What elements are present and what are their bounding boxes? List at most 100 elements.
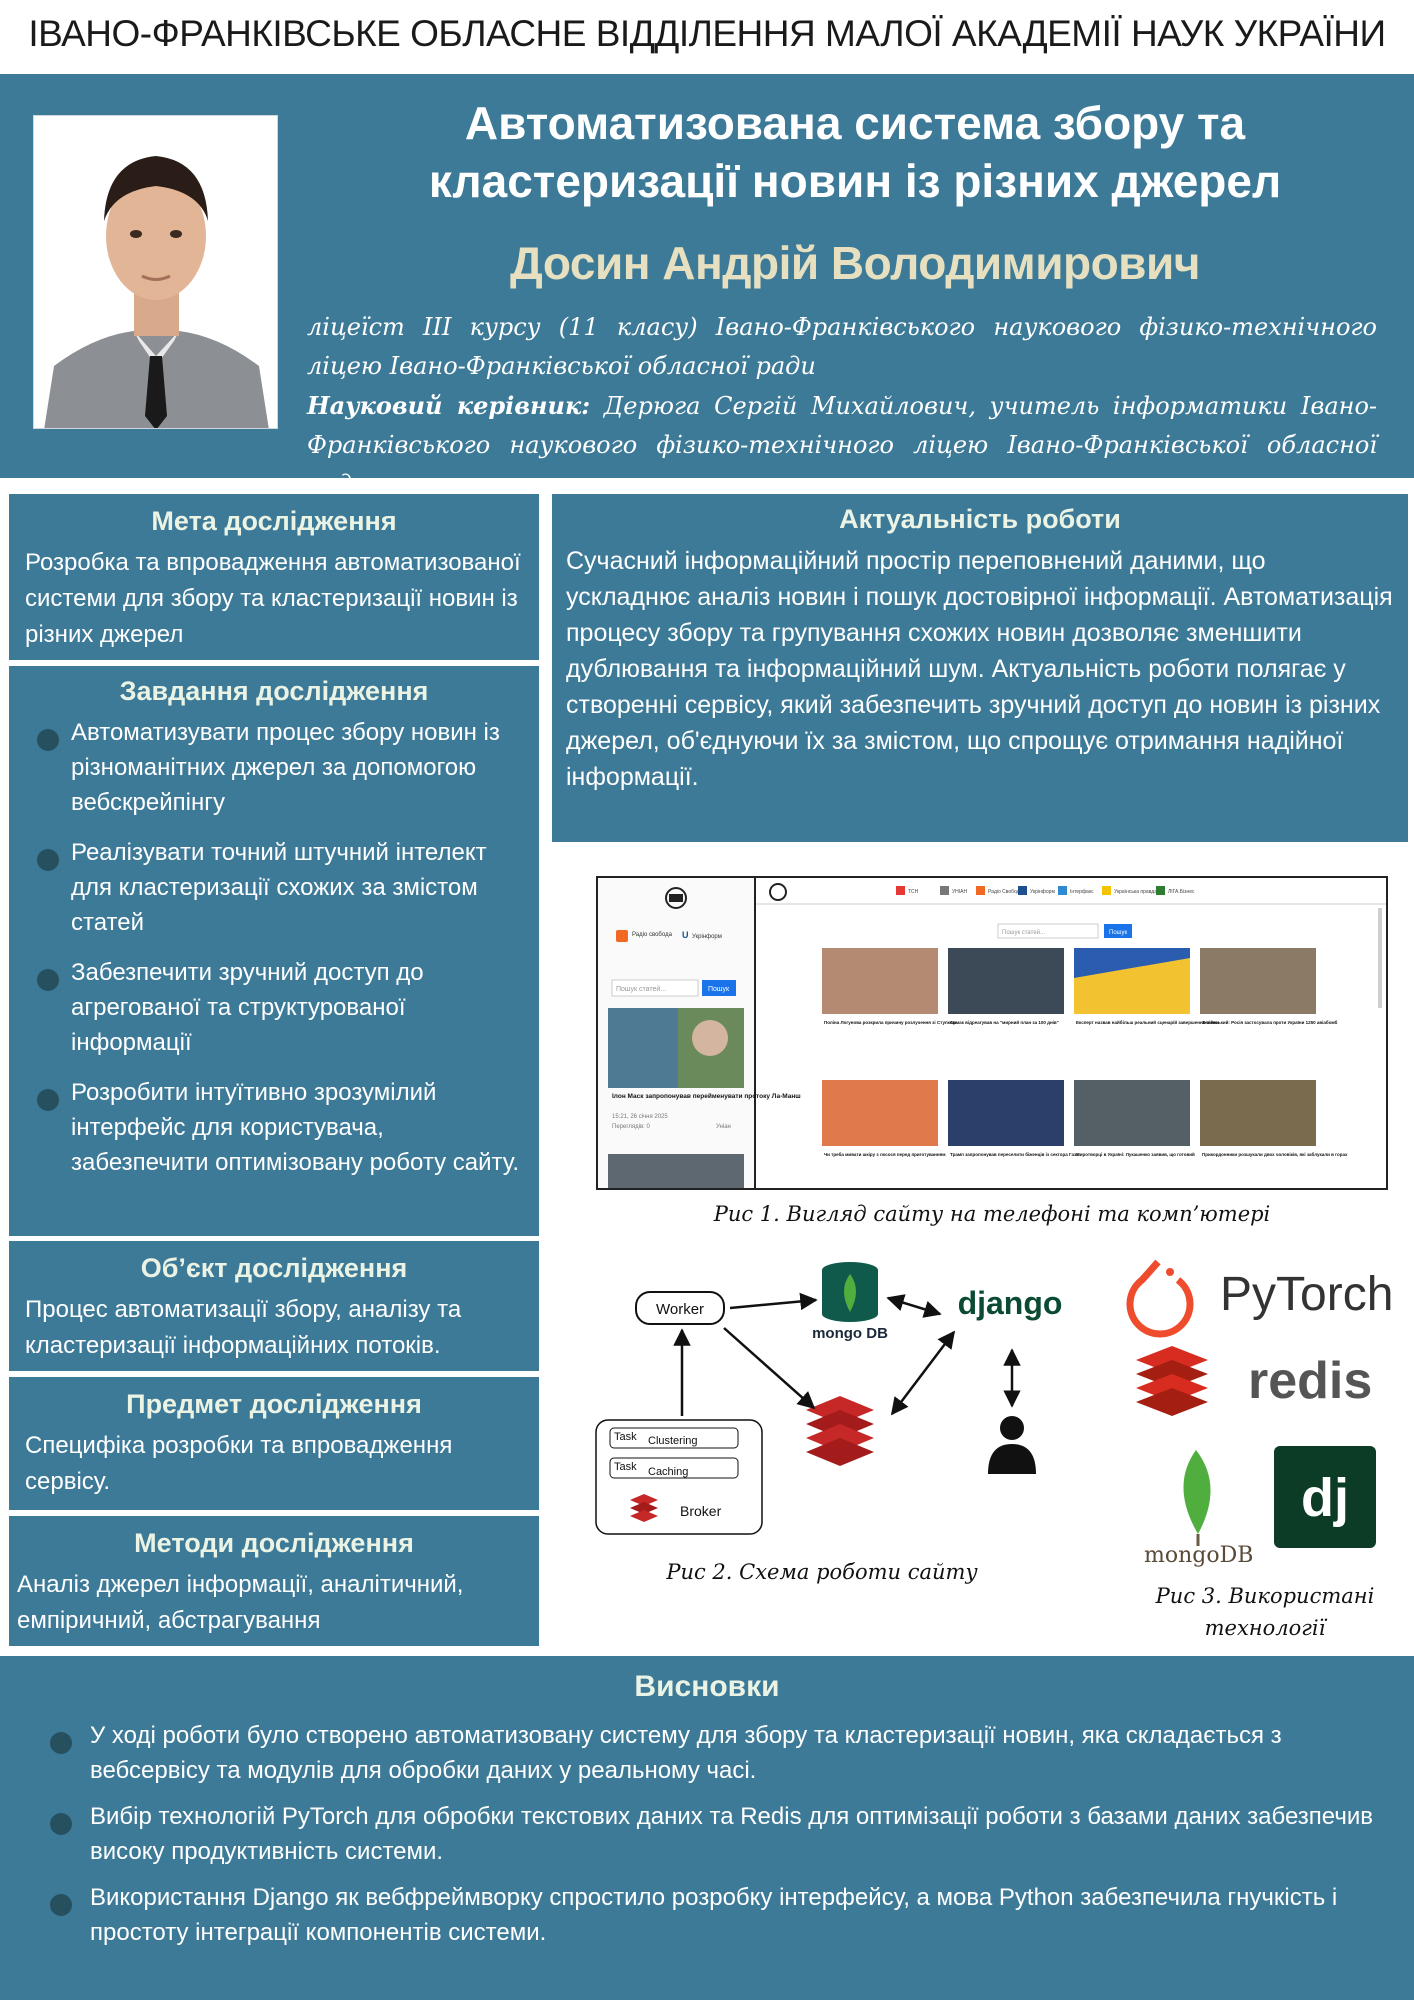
bullet-icon [37, 969, 59, 991]
conclusion-text: Використання Django як вебфреймворку спр… [90, 1884, 1338, 1946]
redis-logo-icon [1136, 1346, 1208, 1416]
svg-text:Поліна Логунова розкрила причи: Поліна Логунова розкрила причину розлуче… [824, 1020, 957, 1025]
mobile-card-title: Ілон Маск запропонував перейменувати про… [612, 1092, 801, 1100]
redis-icon [806, 1396, 874, 1466]
svg-text:ЛІГА.Бізнес: ЛІГА.Бізнес [1168, 889, 1195, 895]
conclusions-list: У ході роботи було створено автоматизова… [40, 1718, 1374, 1950]
svg-text:Трамп запропонував переселити: Трамп запропонував переселити біженців і… [950, 1151, 1079, 1157]
author-info: ліцеїст ІІІ курсу (11 класу) Івано-Франк… [307, 308, 1377, 504]
bullet-icon [37, 1089, 59, 1111]
svg-text:Інтерфакс: Інтерфакс [1070, 889, 1094, 895]
list-item: Розробити інтуїтивно зрозумілий інтерфей… [25, 1075, 523, 1180]
svg-text:Caching: Caching [648, 1466, 688, 1478]
methods-heading: Методи дослідження [134, 1528, 414, 1558]
desktop-view: ТСН УНІАН Радіо Свобода Укрінформ Інтерф… [756, 883, 1386, 1157]
tasks-list: Автоматизувати процес збору новин із різ… [25, 715, 523, 1180]
mobile-search-input: Пошук статей... [616, 985, 666, 993]
svg-text:Українська правда: Українська правда [1114, 889, 1157, 895]
desktop-sources: ТСН УНІАН Радіо Свобода Укрінформ Інтерф… [896, 886, 1195, 895]
title-line-2: кластеризації новин із різних джерел [428, 155, 1282, 207]
worker-node [635, 1291, 725, 1325]
django-logo-icon [1274, 1446, 1376, 1548]
mobile-card-date: 15:21, 26 січня 2025 [612, 1114, 668, 1120]
task-text: Реалізувати точний штучний інтелект для … [71, 839, 487, 936]
relevance-text: Сучасний інформаційний простір переповне… [566, 547, 1393, 791]
supervisor-name: Дерюга Сергій Михайлович, учитель інформ… [307, 392, 1377, 498]
subject-section: Предмет дослідження Специфіка розробки т… [9, 1377, 539, 1510]
bullet-icon [37, 729, 59, 751]
list-item: У ході роботи було створено автоматизова… [40, 1718, 1374, 1788]
goal-section: Мета дослідження Розробка та впровадженн… [9, 494, 539, 660]
technologies-figure: PyTorch redis mongoDB dj [1120, 1250, 1410, 1570]
svg-text:Радіо Свобода: Радіо Свобода [988, 889, 1023, 895]
portrait-illustration [34, 116, 277, 428]
svg-text:Task: Task [614, 1431, 637, 1443]
svg-text:Чи треба мивати шкіру з лосося: Чи треба мивати шкіру з лосося перед при… [824, 1151, 946, 1157]
academy-title: ІВАНО-ФРАНКІВСЬКЕ ОБЛАСНЕ ВІДДІЛЕННЯ МАЛ… [28, 13, 1386, 54]
mongodb-leaf-icon [1183, 1450, 1211, 1546]
svg-text:Прикордонники розшукали двох ч: Прикордонники розшукали двох чоловіків, … [1202, 1151, 1348, 1157]
pytorch-label: PyTorch [1220, 1268, 1393, 1321]
poster-title: Автоматизована система збору та кластери… [330, 94, 1380, 210]
svg-text:Миротворці в Україні: Лукашенк: Миротворці в Україні: Лукашенко заявив, … [1076, 1151, 1195, 1157]
tasks-section: Завдання дослідження Автоматизувати проц… [9, 666, 539, 1236]
subject-text: Специфіка розробки та впровадження серві… [25, 1432, 453, 1495]
svg-text:Єрмак відреагував на "мирний п: Єрмак відреагував на "мирний план за 100… [950, 1019, 1059, 1025]
task-text: Автоматизувати процес збору новин із різ… [71, 719, 500, 816]
conclusion-text: Вибір технологій PyTorch для обробки тек… [90, 1803, 1373, 1865]
methods-section: Методи дослідження Аналіз джерел інформа… [9, 1516, 539, 1646]
mobile-card-source: Уніан [716, 1124, 731, 1130]
svg-text:ТСН: ТСН [908, 889, 919, 895]
architecture-diagram: Worker mongo DB django Task Clustering T… [592, 1250, 1072, 1540]
svg-text:Worker: Worker [656, 1301, 704, 1318]
mobile-source-2: Укрінформ [692, 934, 722, 940]
figure-2-caption: Рис 2. Схема роботи сайту [666, 1560, 978, 1584]
tasks-heading: Завдання дослідження [119, 676, 429, 706]
bullet-icon [37, 849, 59, 871]
svg-text:Зеленський: Росія застосувала: Зеленський: Росія застосувала проти Укра… [1202, 1019, 1338, 1025]
conclusions-heading: Висновки [634, 1670, 780, 1703]
goal-text: Розробка та впровадження автоматизованої… [25, 549, 521, 648]
django-logo-label: dj [1301, 1468, 1349, 1528]
user-icon [988, 1416, 1036, 1474]
svg-text:Task: Task [614, 1461, 637, 1473]
desktop-search-button: Пошук [1109, 930, 1127, 936]
page-header: ІВАНО-ФРАНКІВСЬКЕ ОБЛАСНЕ ВІДДІЛЕННЯ МАЛ… [0, 0, 1414, 68]
svg-text:Укрінформ: Укрінформ [1030, 889, 1055, 895]
author-name: Досин Андрій Володимирович [510, 237, 1200, 289]
svg-text:mongo DB: mongo DB [812, 1325, 888, 1342]
figure-3-caption: Рис 3. Використані технології [1120, 1580, 1410, 1644]
list-item: Використання Django як вебфреймворку спр… [40, 1880, 1374, 1950]
site-screenshot: Радіо свобода U Укрінформ Пошук статей..… [598, 878, 1386, 1188]
svg-text:УНІАН: УНІАН [952, 889, 968, 895]
bullet-icon [50, 1813, 72, 1835]
svg-text:U: U [682, 930, 689, 940]
list-item: Автоматизувати процес збору новин із різ… [25, 715, 523, 820]
goal-heading: Мета дослідження [151, 506, 397, 536]
affiliation: ліцеїст ІІІ курсу (11 класу) Івано-Франк… [307, 313, 1377, 380]
list-item: Реалізувати точний штучний інтелект для … [25, 835, 523, 940]
title-line-1: Автоматизована система збору та [464, 97, 1246, 149]
mobile-source-1: Радіо свобода [632, 932, 673, 938]
logo-icon [665, 887, 687, 909]
figure-3-caption-line-1: Рис 3. Використані [1155, 1584, 1375, 1608]
list-item: Вибір технологій PyTorch для обробки тек… [40, 1799, 1374, 1869]
object-heading: Об’єкт дослідження [140, 1253, 408, 1283]
django-label: django [958, 1285, 1063, 1321]
svg-text:Broker: Broker [680, 1503, 722, 1519]
bullet-icon [50, 1894, 72, 1916]
relevance-heading: Актуальність роботи [839, 504, 1121, 534]
task-text: Забезпечити зручний доступ до агреговано… [71, 959, 424, 1056]
figure-3-caption-line-2: технології [1204, 1616, 1326, 1640]
mobile-card-views: Переглядів: 0 [612, 1124, 650, 1130]
relevance-section: Актуальність роботи Сучасний інформаційн… [552, 494, 1408, 842]
bullet-icon [50, 1732, 72, 1754]
supervisor-line: Науковий керівник: Дерюга Сергій Михайло… [307, 386, 1377, 504]
list-item: Забезпечити зручний доступ до агреговано… [25, 955, 523, 1060]
figure-1-caption: Рис 1. Вигляд сайту на телефоні та комп’… [713, 1202, 1271, 1226]
object-section: Об’єкт дослідження Процес автоматизації … [9, 1241, 539, 1371]
mobile-search-button: Пошук [708, 986, 730, 993]
methods-text: Аналіз джерел інформації, аналітичний, е… [17, 1571, 464, 1634]
object-text: Процес автоматизації збору, аналізу та к… [25, 1296, 462, 1359]
desktop-search-input: Пошук статей... [1002, 929, 1045, 936]
